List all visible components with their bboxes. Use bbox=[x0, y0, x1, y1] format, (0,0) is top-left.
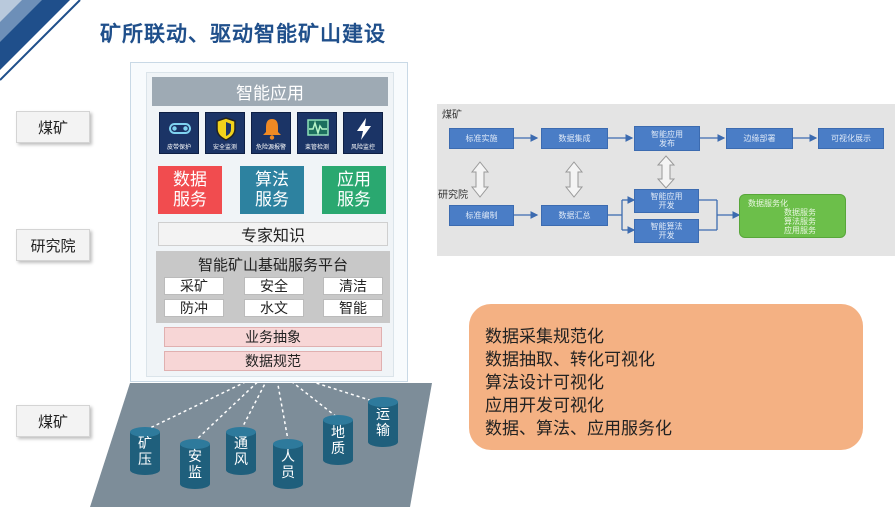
process-box-app-develop[interactable]: 智能应用 开发 bbox=[634, 189, 699, 213]
belt-icon[interactable]: 皮带保护 bbox=[159, 112, 199, 154]
cylinder-yunshu bbox=[368, 397, 398, 447]
process-box-edge-deploy[interactable]: 边缘部署 bbox=[726, 128, 793, 149]
process-box-algorithm-develop[interactable]: 智能算法 开发 bbox=[634, 219, 699, 243]
cylinder-label-tongfeng: 通风 bbox=[234, 436, 248, 468]
monitor-icon[interactable]: 束管检测 bbox=[297, 112, 337, 154]
cylinder-group bbox=[130, 397, 398, 489]
summary-line-4: 应用开发可视化 bbox=[485, 396, 604, 416]
data-servitization-box[interactable]: 数据服务化 数据服务 算法服务 应用服务 bbox=[739, 194, 846, 238]
application-service-block[interactable]: 应用服务 bbox=[322, 166, 386, 214]
summary-panel bbox=[469, 304, 863, 450]
lightning-icon[interactable]: 风险监控 bbox=[343, 112, 383, 154]
business-abstraction-bar: 业务抽象 bbox=[164, 327, 382, 347]
platform-cell-impact: 防冲 bbox=[164, 299, 224, 317]
shield-icon[interactable]: 安全监测 bbox=[205, 112, 245, 154]
cylinder-dizhi bbox=[323, 415, 353, 465]
process-box-visual-display[interactable]: 可视化展示 bbox=[818, 128, 884, 149]
page-title: 矿所联动、驱动智能矿山建设 bbox=[100, 22, 386, 46]
servitization-items: 数据服务 算法服务 应用服务 bbox=[784, 208, 816, 235]
platform-cell-smart: 智能 bbox=[323, 299, 383, 317]
summary-line-2: 数据抽取、转化可视化 bbox=[485, 350, 655, 370]
process-box-data-integration[interactable]: 数据集成 bbox=[541, 128, 608, 149]
expert-knowledge-bar: 专家知识 bbox=[158, 222, 388, 246]
cylinder-label-anjian: 安监 bbox=[188, 449, 202, 481]
process-box-data-summary[interactable]: 数据汇总 bbox=[541, 205, 608, 226]
platform-cell-mining: 采矿 bbox=[164, 277, 224, 295]
cylinder-label-dizhi: 地质 bbox=[331, 425, 345, 457]
process-box-app-release[interactable]: 智能应用 发布 bbox=[634, 126, 700, 151]
cylinder-label-renyuan: 人员 bbox=[281, 449, 295, 481]
platform-cell-clean: 清洁 bbox=[323, 277, 383, 295]
process-row-label-coalmine: 煤矿 bbox=[442, 110, 462, 121]
side-label-coalmine-top: 煤矿 bbox=[16, 111, 90, 143]
cylinder-label-yunshu: 运输 bbox=[376, 407, 390, 439]
corner-decoration bbox=[0, 0, 81, 81]
platform-title: 智能矿山基础服务平台 bbox=[197, 256, 348, 274]
summary-line-3: 算法设计可视化 bbox=[485, 373, 604, 393]
process-connectors bbox=[470, 134, 818, 234]
bell-icon[interactable]: 危险源报警 bbox=[251, 112, 291, 154]
process-row-label-institute: 研究院 bbox=[438, 190, 468, 201]
cylinder-tongfeng bbox=[226, 427, 256, 475]
summary-line-1: 数据采集规范化 bbox=[485, 327, 604, 347]
data-standard-bar: 数据规范 bbox=[164, 351, 382, 371]
cylinder-label-kuangya: 矿压 bbox=[138, 436, 152, 468]
algorithm-service-block[interactable]: 算法服务 bbox=[240, 166, 304, 214]
servitization-title: 数据服务化 bbox=[748, 199, 788, 208]
data-service-block[interactable]: 数据服务 bbox=[158, 166, 222, 214]
cylinder-kuangya bbox=[130, 427, 160, 475]
cylinder-anjian bbox=[180, 439, 210, 489]
platform-cell-safety: 安全 bbox=[244, 277, 304, 295]
app-icon-row: 皮带保护 安全监测 危险源报警 束管检测 风险监控 bbox=[155, 112, 387, 158]
process-box-standard-compile[interactable]: 标准编制 bbox=[449, 205, 514, 226]
summary-line-5: 数据、算法、应用服务化 bbox=[485, 419, 672, 439]
side-label-coalmine-bottom: 煤矿 bbox=[16, 405, 90, 437]
process-box-standard-implement[interactable]: 标准实施 bbox=[449, 128, 514, 149]
cylinder-renyuan bbox=[273, 439, 303, 489]
platform-cell-hydrology: 水文 bbox=[244, 299, 304, 317]
smart-application-header: 智能应用 bbox=[152, 77, 388, 106]
side-label-institute: 研究院 bbox=[16, 229, 90, 261]
